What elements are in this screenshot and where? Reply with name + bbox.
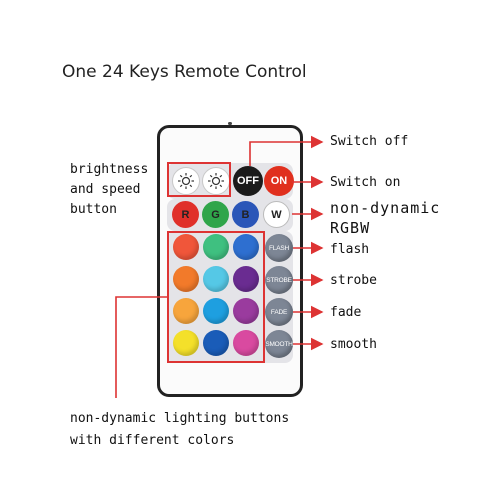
blue-button[interactable]: B <box>232 201 259 228</box>
fade-button[interactable]: FADE <box>265 298 293 326</box>
green-button[interactable]: G <box>202 201 229 228</box>
on-button[interactable]: ON <box>264 166 294 196</box>
flash-label: flash <box>330 242 370 257</box>
strobe-label: strobe <box>330 273 377 288</box>
brightness-annotation-box <box>167 162 231 197</box>
brightness-label-line1: brightness <box>70 162 149 177</box>
color-grid-annotation-box <box>167 231 265 363</box>
color-button-r2-c1[interactable] <box>173 266 199 292</box>
strobe-button[interactable]: STROBE <box>265 266 293 294</box>
color-button-r3-c2[interactable] <box>203 298 229 324</box>
fade-label: fade <box>330 305 362 320</box>
smooth-button[interactable]: SMOOTH <box>265 330 293 358</box>
non-dynamic-label-line1: non-dynamic <box>330 199 441 217</box>
brightness-label-line2: and speed <box>70 182 141 197</box>
non-dynamic-label-line2: RGBW <box>330 219 371 237</box>
color-button-r4-c2[interactable] <box>203 330 229 356</box>
color-button-r3-c1[interactable] <box>173 298 199 324</box>
flash-button[interactable]: FLASH <box>265 234 293 262</box>
color-button-r2-c3[interactable] <box>233 266 259 292</box>
sun-icon <box>178 173 194 189</box>
brightness-label-line3: button <box>70 202 117 217</box>
white-button[interactable]: W <box>263 201 290 228</box>
smooth-label: smooth <box>330 337 377 352</box>
off-button[interactable]: OFF <box>233 166 263 196</box>
color-button-r4-c1[interactable] <box>173 330 199 356</box>
page-title: One 24 Keys Remote Control <box>62 62 307 82</box>
lighting-label-line2: with different colors <box>70 433 235 448</box>
color-button-r1-c3[interactable] <box>233 234 259 260</box>
switch-on-label: Switch on <box>330 175 401 190</box>
sun-icon <box>208 173 224 189</box>
color-button-r3-c3[interactable] <box>233 298 259 324</box>
color-button-r1-c1[interactable] <box>173 234 199 260</box>
color-button-r4-c3[interactable] <box>233 330 259 356</box>
brightness-down-button[interactable] <box>172 167 200 195</box>
lighting-label-line1: non-dynamic lighting buttons <box>70 411 290 426</box>
switch-off-label: Switch off <box>330 134 409 149</box>
color-button-r2-c2[interactable] <box>203 266 229 292</box>
color-button-r1-c2[interactable] <box>203 234 229 260</box>
ir-emitter <box>228 122 232 125</box>
red-button[interactable]: R <box>172 201 199 228</box>
